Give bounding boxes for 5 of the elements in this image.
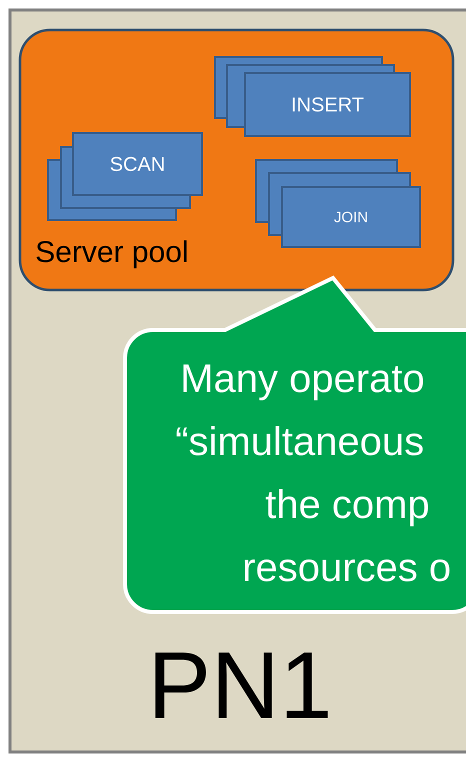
pool-label: Server pool	[36, 240, 187, 268]
operator-stack: SCAN	[47, 132, 203, 221]
operator-stack: JOIN	[255, 159, 421, 248]
panel-title: PN1	[155, 652, 328, 718]
operator-stack: INSERT	[214, 56, 411, 137]
